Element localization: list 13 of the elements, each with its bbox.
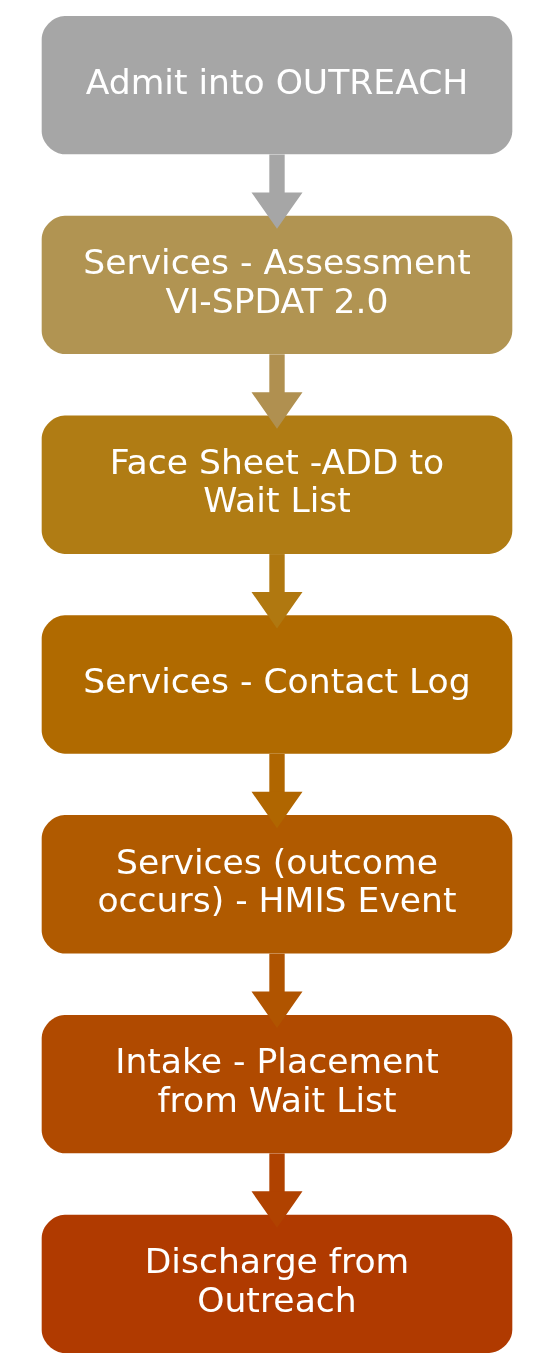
arrow [251, 953, 303, 1028]
arrow [251, 154, 303, 229]
node-box: Services (outcome occurs) - HMIS Event [41, 815, 513, 954]
node-box: Discharge from Outreach [41, 1214, 513, 1353]
arrow [251, 753, 303, 829]
node-box: Services - Assessment VI-SPDAT 2.0 [41, 215, 513, 355]
node-box: Intake - Placement from Wait List [41, 1014, 513, 1154]
arrow [251, 1153, 303, 1228]
node-box: Admit into OUTREACH [41, 16, 513, 155]
node-box: Face Sheet -ADD to Wait List [41, 415, 513, 554]
arrow [251, 554, 303, 629]
node-box: Services - Contact Log [41, 615, 513, 754]
arrow [251, 354, 303, 429]
